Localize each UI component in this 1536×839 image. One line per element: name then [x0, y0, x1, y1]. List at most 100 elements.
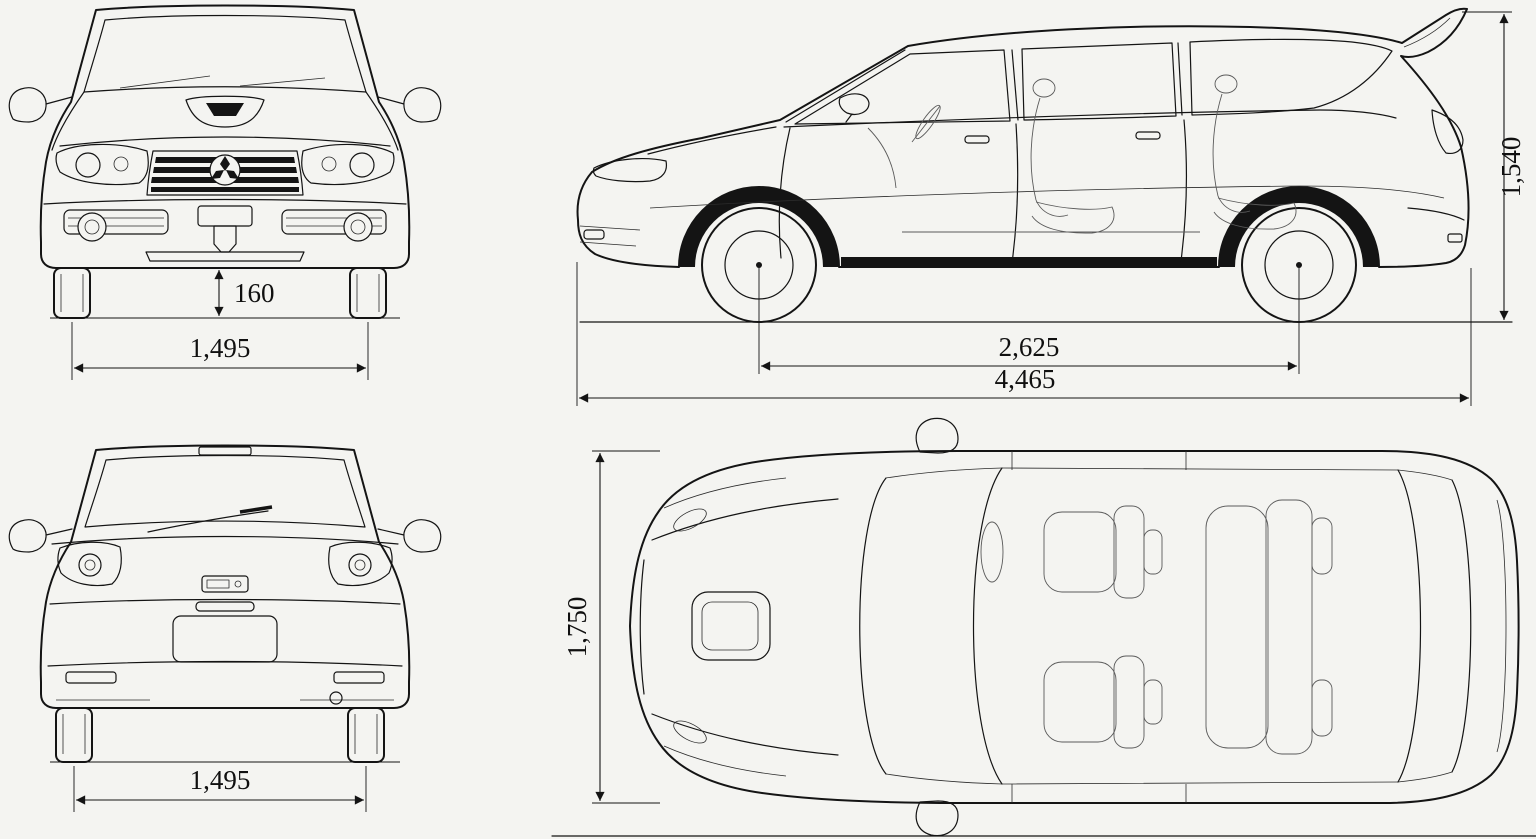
headlight-right-lamp-small: [321, 156, 337, 172]
side-wheelbase-dimension: 2,625: [758, 265, 1300, 374]
front-headrest: [1032, 78, 1056, 98]
tailgate-lines: [49, 535, 401, 605]
side-foglight: [583, 229, 605, 240]
foglight-right: [343, 212, 373, 242]
taillight-right: [328, 541, 393, 587]
rear-bumper-top-line: [47, 660, 403, 667]
rear-window: [84, 454, 366, 528]
front-tire-left-tread: [60, 274, 84, 312]
b-pillar: [1011, 49, 1019, 121]
top-mirror-lower: [915, 800, 959, 837]
top-front-edge: [639, 559, 645, 695]
top-width-dimension: 1,750: [562, 450, 660, 804]
side-hood-cut: [647, 126, 777, 155]
rear-wheel-arch: [1219, 187, 1379, 267]
front-tire-right-tread: [356, 274, 380, 312]
top-a-pillar-lines: [885, 467, 1003, 785]
side-taillight: [1431, 109, 1464, 155]
top-view: 1,750: [551, 417, 1536, 837]
front-hood-scoop: [185, 95, 265, 128]
front-tire-left: [53, 267, 91, 319]
side-height-dimension: 1,540: [1462, 11, 1526, 320]
rear-wiper-arm: [147, 510, 269, 533]
rear-tire-left-tread: [62, 714, 86, 754]
driver-headrest: [1143, 529, 1163, 575]
passenger-seat-back: [1113, 655, 1145, 749]
spoiler-underside: [1403, 17, 1451, 48]
a-pillar-line: [785, 49, 906, 123]
front-grille: [146, 150, 304, 196]
top-rear-bumper-inner: [1496, 499, 1507, 753]
dimension-label-front-track: 1,495: [190, 333, 251, 363]
front-tire-right: [349, 267, 387, 319]
quarter-glass: [1189, 38, 1393, 116]
door-seams: [778, 119, 1187, 264]
rear-reflector-right: [333, 671, 385, 684]
front-windshield: [83, 14, 367, 93]
dimension-label-overall-width: 1,750: [562, 597, 592, 658]
rear-mirror-left: [8, 519, 73, 553]
rear-headrest: [1214, 74, 1238, 94]
front-grille-slats: [151, 157, 299, 192]
rear-bench-cushion: [1205, 505, 1269, 749]
rear-badge-dot: [234, 580, 242, 588]
rear-bumper-line: [1407, 207, 1465, 221]
front-ground-clearance-dimension: 160: [214, 270, 275, 316]
taillight-left: [57, 541, 122, 587]
top-rear-window-arcs: [1397, 469, 1472, 783]
front-wipers: [119, 75, 326, 89]
dimension-label-rear-track: 1,495: [190, 765, 251, 795]
brand-emblem-icon: [211, 156, 239, 179]
taillight-left-lamp: [78, 553, 102, 577]
front-bumper-slot-left: [63, 209, 169, 235]
top-d-pillar-lines: [1397, 469, 1453, 783]
taillight-right-lamp-inner: [354, 559, 366, 571]
front-seat: [1030, 97, 1115, 234]
rear-mirror-right: [377, 519, 442, 553]
top-hood-creases: [651, 498, 839, 756]
side-length-dimension: 4,465: [576, 262, 1472, 406]
top-pillar-ticks: [1011, 451, 1187, 803]
passenger-seat-cushion: [1043, 661, 1117, 743]
top-windshield-cowl-arc: [859, 477, 887, 775]
dimension-label-ground-clearance: 160: [234, 278, 275, 308]
rear-seat: [1212, 93, 1297, 230]
door-handle-rear: [1135, 131, 1161, 140]
dimension-extension-lines: [758, 265, 1300, 374]
rear-reflector-left: [65, 671, 117, 684]
foglight-left: [77, 212, 107, 242]
rear-reflector: [1447, 233, 1463, 243]
door-handle-front: [964, 135, 990, 144]
interior-ghost-lines: [867, 74, 1297, 234]
front-bumper-top-line: [43, 198, 407, 205]
front-track-dimension: 1,495: [71, 322, 369, 380]
headlight-left-lamp-small: [113, 156, 129, 172]
front-door-glass: [794, 49, 1011, 125]
driver-seat-back: [1113, 505, 1145, 599]
headlight-right: [301, 143, 395, 186]
license-plate-recess: [172, 615, 278, 663]
top-steering-wheel: [980, 521, 1004, 583]
side-view: 1,540 2,625 4,465: [576, 7, 1526, 406]
dimension-extension-lines: [73, 766, 367, 812]
rear-tire-right-tread: [354, 714, 378, 754]
side-headlight: [592, 157, 668, 183]
side-mirror: [838, 93, 870, 123]
front-view: 160 1,495: [8, 4, 442, 380]
steering-wheel: [915, 104, 941, 140]
top-headlight-left: [673, 508, 707, 532]
front-bumper-slot-right: [281, 209, 387, 235]
top-hood-scoop: [691, 591, 771, 661]
dimension-label-wheelbase: 2,625: [999, 332, 1060, 362]
side-body-crease: [649, 185, 1445, 209]
rear-track-dimension: 1,495: [73, 765, 367, 812]
rear-view: 1,495: [8, 444, 442, 812]
front-wheel-arch: [679, 187, 839, 267]
passenger-headrest: [1143, 679, 1163, 725]
top-mirror-upper: [915, 417, 959, 454]
headlight-right-lamp: [349, 152, 375, 178]
top-interior-ghost: [980, 499, 1333, 755]
headlight-left-lamp: [75, 152, 101, 178]
